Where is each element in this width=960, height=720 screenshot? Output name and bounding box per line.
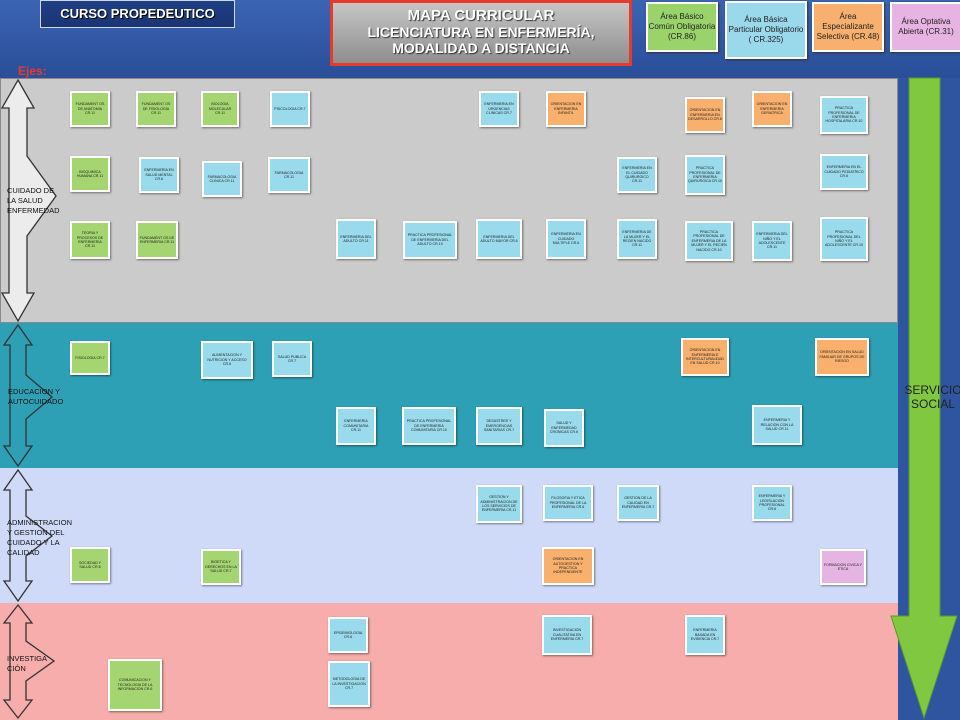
servicio-social-arrow: [890, 77, 958, 720]
course-node[interactable]: SOCIEDAD Y SALUD CR.6: [70, 547, 110, 583]
course-node[interactable]: ENFERMERIA DEL ADULTO MAYOR CR.6: [476, 219, 522, 259]
title-box: MAPA CURRICULAR LICENCIATURA EN ENFERMER…: [330, 0, 632, 66]
course-node[interactable]: ORIENTACION EN SALUD FAMILIAR DE GRUPOS …: [815, 338, 869, 376]
course-node[interactable]: ORIENTACION EN ENFERMERIA E INTERCULTURA…: [681, 338, 729, 376]
course-node[interactable]: ENFERMERIA BASADA EN EVIDENCIA CR.7: [685, 615, 725, 655]
course-node[interactable]: ORIENTACION EN ENFERMERIA INFANTIL: [546, 91, 586, 127]
axis-label-health: CUIDADO DE LA SALUD ENFERMEDAD: [7, 186, 60, 215]
course-node[interactable]: PRACTICA PROFESIONAL DEL NIÑO Y EL ADOLE…: [820, 217, 868, 261]
course-tag: CURSO PROPEDEUTICO: [40, 0, 235, 28]
course-node[interactable]: ENFERMERIA DEL ADULTO CR.11: [336, 219, 376, 259]
axis-arrow-1: [0, 78, 57, 323]
legend-basic-particular: Área Básica Particular Obligatorio ( CR.…: [725, 1, 807, 59]
title-line-1: MAPA CURRICULAR: [407, 7, 555, 24]
course-node[interactable]: TEORIA Y PROCESOS DE ENFERMERIA CR.11: [70, 221, 110, 259]
axes-label: Ejes:: [18, 64, 47, 78]
title-line-3: MODALIDAD A DISTANCIA: [392, 40, 570, 56]
course-node[interactable]: ORIENTACION EN ENFERMERIA EN DESARROLLO …: [685, 97, 725, 133]
course-node[interactable]: PSICOLOGIA CR.7: [270, 91, 310, 127]
course-node[interactable]: GESTION DE LA CALIDAD EN ENFERMERIA CR.7: [617, 485, 659, 521]
course-node[interactable]: FARMACOLOGIA CR.11: [268, 157, 310, 193]
course-node[interactable]: PRACTICA PROFESIONAL DE ENFERMERIA COMUN…: [402, 407, 456, 445]
course-node[interactable]: ENFERMERIA EN EL CUIDADO PEDIATRICO CR.6: [820, 154, 868, 190]
course-node[interactable]: FARMACOLOGIA CLINICA CR.11: [202, 161, 242, 197]
course-node[interactable]: PRACTICA PROFESIONAL DE ENFERMERIA DE LA…: [685, 221, 733, 261]
course-node[interactable]: EPIDEMIOLOGIA CR.6: [328, 617, 368, 653]
course-node[interactable]: INVESTIGACION CUALITATIVA EN ENFERMERIA …: [542, 615, 592, 655]
axis-arrow-4: [2, 603, 56, 720]
band-administration: [0, 468, 898, 603]
course-node[interactable]: ENFERMERIA EN SALUD MENTAL CR.6: [139, 157, 179, 193]
legend-basic-common: Área Básico Común Obligatoria (CR.86): [646, 2, 718, 52]
axis-label-administration: ADMINISTRACION Y GESTION DEL CUIDADO Y L…: [7, 518, 73, 557]
band-education: [0, 323, 898, 468]
course-node[interactable]: SALUD Y ENFERMEDAD CRONICAS CR.6: [544, 409, 584, 447]
course-node[interactable]: GESTION Y ADMINISTRACION DE LOS SERVICIO…: [476, 485, 522, 523]
course-node[interactable]: PRACTICA PROFESIONAL DE ENFERMERIA DEL A…: [403, 221, 457, 259]
course-node[interactable]: DESASTRES Y EMERGENCIAS SANITARIAS CR.7: [476, 407, 522, 445]
course-node[interactable]: FUNDAMENT OS DE ENFERMERIA CR.11: [136, 221, 178, 259]
legend-specializing: Área Especializante Selectiva (CR.48): [812, 2, 884, 52]
course-node[interactable]: ENFERMERIA EN EL CUIDADO QUIRURGICO CR.1…: [617, 157, 657, 193]
course-node[interactable]: ENFERMERIA DEL NIÑO Y EL ADOLESCENTE CR.…: [752, 221, 792, 261]
axis-label-research: INVESTIGA CIÓN: [7, 654, 47, 673]
title-line-2: LICENCIATURA EN ENFERMERÍA,: [367, 24, 595, 40]
course-node[interactable]: ALIMENTACION Y NUTRICION Y ACCESO CR.6: [201, 341, 253, 379]
course-node[interactable]: PRACTICA PROFESIONAL DE ENFERMERIA QUIRU…: [685, 155, 725, 195]
course-node[interactable]: ENFERMERIA Y RELACION CON LA SALUD CR.11: [752, 405, 802, 445]
servicio-social-label: SERVICIO SOCIAL: [904, 383, 960, 411]
course-node[interactable]: METODOLOGIA DE LA INVESTIGACION CR.7: [328, 661, 370, 707]
course-node[interactable]: BIOLOGIA MOLECULAR CR.11: [201, 91, 239, 127]
course-node[interactable]: ENFERMERIA EN URGENCIAS CLINICAS CR.7: [479, 91, 519, 127]
legend-optional: Área Optativa Abierta (CR.31): [890, 2, 960, 52]
course-node[interactable]: BIOQUIMICA HUMANA CR.11: [70, 156, 110, 192]
course-node[interactable]: SALUD PUBLICA CR.7: [272, 341, 312, 377]
course-node[interactable]: BIOETICA Y DERECHOS EN LA SALUD CR.7: [201, 549, 241, 585]
course-node[interactable]: ORIENTACION EN ENFERMERIA GERIATRICA: [752, 91, 792, 127]
course-node[interactable]: ENFERMERIA COMUNITARIA CR.11: [336, 407, 376, 445]
course-node[interactable]: ENFERMERIA DE LA MUJER Y EL RECIEN NACID…: [617, 219, 657, 259]
course-node[interactable]: PRACTICA PROFESIONAL DE ENFERMERIA HOSPI…: [820, 96, 868, 134]
axis-label-education: EDUCACION Y AUTOCUIDADO: [8, 387, 64, 406]
course-node[interactable]: FUNDAMENT OS DE ANATOMIA CR.11: [70, 91, 110, 127]
axis-arrow-2: [2, 323, 54, 468]
course-node[interactable]: FILOSOFIA Y ETICA PROFESIONAL DE LA ENFE…: [543, 485, 593, 521]
axis-arrow-3: [2, 468, 54, 603]
course-node[interactable]: FORMACION CIVICA Y ETICA: [820, 549, 866, 585]
course-node[interactable]: ENFERMERIA EN CUIDADO MULTIPLE CR.6: [546, 219, 586, 259]
course-node[interactable]: ORIENTACION EN AUTOGESTION Y PRACTICA IN…: [542, 547, 594, 585]
course-node[interactable]: FISIOLOGIA CR.7: [70, 341, 110, 375]
course-node[interactable]: ENFERMERIA Y LEGISLACION PROFESIONAL CR.…: [752, 485, 792, 521]
course-node[interactable]: FUNDAMENT OS DE FISIOLOGIA CR.11: [136, 91, 176, 127]
course-node[interactable]: COMUNICACION Y TECNOLOGIA DE LA INFORMAC…: [108, 659, 162, 711]
